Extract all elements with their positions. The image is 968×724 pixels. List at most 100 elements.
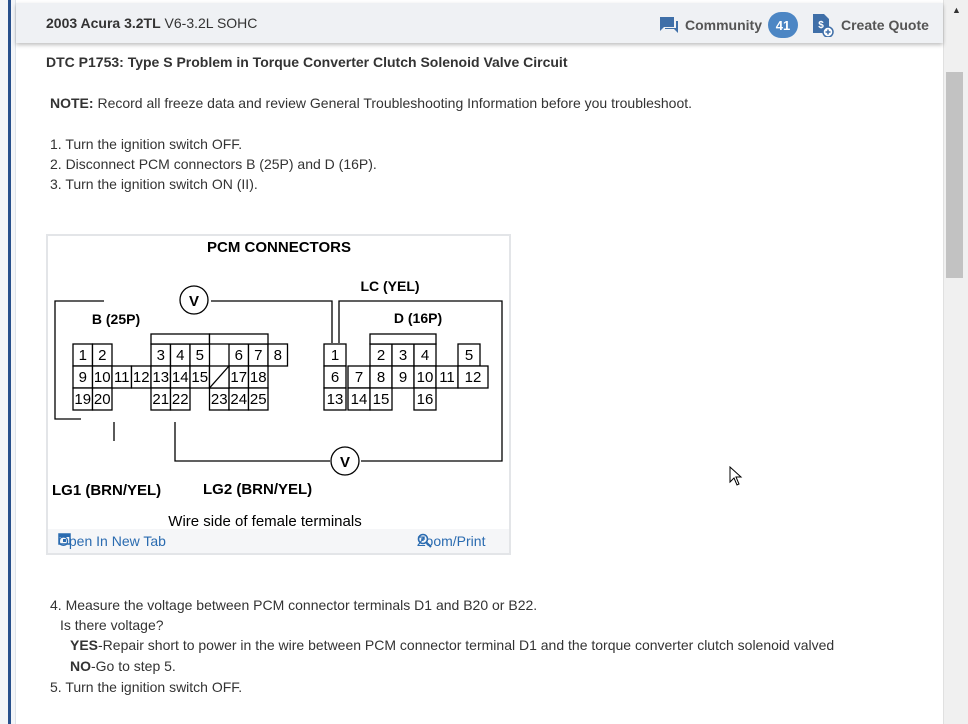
mouse-cursor-icon xyxy=(729,466,743,486)
note-paragraph: NOTE: Record all freeze data and review … xyxy=(50,95,692,111)
b-pin-7: 7 xyxy=(254,347,262,364)
community-button[interactable]: Community 41 xyxy=(659,12,798,38)
d-pin-4: 4 xyxy=(421,347,429,364)
step-2: 2. Disconnect PCM connectors B (25P) and… xyxy=(50,156,377,172)
b-pin-13: 13 xyxy=(152,369,169,386)
zoom-print-link[interactable]: Zoom/Print xyxy=(417,533,485,549)
b-connector-label: B (25P) xyxy=(92,311,140,327)
open-new-tab-label: Open In New Tab xyxy=(58,533,166,549)
b-pin-6: 6 xyxy=(235,347,243,364)
note-label: NOTE: xyxy=(50,95,94,111)
b-pin-8: 8 xyxy=(274,347,282,364)
wire-top-to-d xyxy=(211,300,333,343)
b-pin-25-cell xyxy=(247,387,269,411)
b-pin-18: 18 xyxy=(250,369,267,386)
voltmeter-top xyxy=(179,285,209,315)
b-pin-12: 12 xyxy=(133,369,150,386)
d-pin-13-cell xyxy=(323,387,347,411)
d-pin-7: 7 xyxy=(355,369,363,386)
quote-dollar-icon: $ xyxy=(813,14,834,37)
header-bar: 2003 Acura 3.2TL V6-3.2L SOHC Community … xyxy=(16,3,943,43)
b-pin-24: 24 xyxy=(230,391,247,408)
d-pin-13: 13 xyxy=(327,391,344,408)
svg-text:$: $ xyxy=(818,20,824,31)
community-count-badge: 41 xyxy=(768,12,798,38)
scrollbar-thumb[interactable] xyxy=(946,72,963,278)
open-new-tab-link[interactable]: Open In New Tab xyxy=(58,533,166,549)
lg1-label: LG1 (BRN/YEL) xyxy=(52,482,161,499)
d-pin-16: 16 xyxy=(417,391,434,408)
vertical-scrollbar[interactable]: ▲ xyxy=(943,0,968,724)
chat-icon xyxy=(660,17,678,33)
d-pin-11: 11 xyxy=(439,369,455,386)
b-pin-21: 21 xyxy=(152,391,169,408)
step-1: 1. Turn the ignition switch OFF. xyxy=(50,136,243,152)
pcm-connector-diagram: PCM CONNECTORS LC (YEL) B (25P) D (16P) … xyxy=(52,239,503,529)
article-title: DTC P1753: Type S Problem in Torque Conv… xyxy=(46,54,568,70)
yes-text: -Repair short to power in the wire betwe… xyxy=(98,637,835,653)
d-pin-5: 5 xyxy=(465,347,473,364)
step-5: 5. Turn the ignition switch OFF. xyxy=(50,679,243,695)
left-window-edge xyxy=(0,0,16,724)
d-pin-9: 9 xyxy=(399,369,407,386)
d-pin-3: 3 xyxy=(399,347,407,364)
d-pin-12-cell xyxy=(457,365,489,389)
voltmeter-bottom xyxy=(330,446,360,476)
yes-label: YES xyxy=(70,637,99,653)
b-pin-8-cell xyxy=(267,343,289,367)
pcm-connector-figure: PCM CONNECTORS LC (YEL) B (25P) D (16P) … xyxy=(46,234,511,555)
lc-label: LC (YEL) xyxy=(360,278,419,294)
d-pin-6: 6 xyxy=(331,369,339,386)
b-pin-20: 20 xyxy=(94,391,111,408)
b-pin-5: 5 xyxy=(196,347,204,364)
vehicle-name: 2003 Acura 3.2TL xyxy=(46,15,161,31)
vehicle-title: 2003 Acura 3.2TL V6-3.2L SOHC xyxy=(46,15,257,31)
left-accent-stripe xyxy=(8,0,11,724)
b-connector-key-2 xyxy=(208,333,269,345)
voltmeter-top-symbol: V xyxy=(189,293,199,310)
wire-b-left xyxy=(54,300,104,420)
create-quote-button[interactable]: $ Create Quote xyxy=(811,13,929,37)
d-pin-16-cell xyxy=(413,387,437,411)
zoom-icon xyxy=(417,533,432,548)
d-pin-15-cell xyxy=(369,387,393,411)
figure-caption: Wire side of female terminals xyxy=(168,513,361,529)
b-pin-9: 9 xyxy=(79,369,87,386)
b-pin-empty-slash xyxy=(209,365,230,389)
step-4-question: Is there voltage? xyxy=(60,617,164,633)
b-pin-3: 3 xyxy=(157,347,165,364)
lg2-label: LG2 (BRN/YEL) xyxy=(203,481,312,498)
b-pin-20-cell xyxy=(91,387,113,411)
figure-title: PCM CONNECTORS xyxy=(207,239,351,256)
step-4-yes: YES-Repair short to power in the wire be… xyxy=(70,637,834,653)
step-4: 4. Measure the voltage between PCM conne… xyxy=(50,597,538,613)
b-pin-23: 23 xyxy=(211,391,228,408)
voltmeter-bottom-symbol: V xyxy=(340,454,350,471)
b-pin-14: 14 xyxy=(172,369,189,386)
b-pin-15: 15 xyxy=(191,369,208,386)
scroll-up-icon[interactable]: ▲ xyxy=(952,5,961,15)
b-pin-22: 22 xyxy=(172,391,189,408)
wire-d-right xyxy=(338,300,503,462)
b-pin-10: 10 xyxy=(94,369,111,386)
d-pin-2: 2 xyxy=(377,347,385,364)
vehicle-engine: V6-3.2L SOHC xyxy=(164,15,258,31)
zoom-print-label: Zoom/Print xyxy=(417,533,486,549)
step-3: 3. Turn the ignition switch ON (II). xyxy=(50,176,258,192)
b-pin-25: 25 xyxy=(250,391,267,408)
no-label: NO xyxy=(70,658,91,674)
b-pin-4: 4 xyxy=(176,347,184,364)
step-4-no: NO-Go to step 5. xyxy=(70,658,176,674)
d-pin-10: 10 xyxy=(417,369,434,386)
b-pin-22-cell xyxy=(169,387,191,411)
no-text: -Go to step 5. xyxy=(91,658,176,674)
wire-bottom xyxy=(174,422,330,462)
b-pin-17: 17 xyxy=(230,369,247,386)
d-pin-12: 12 xyxy=(465,369,482,386)
d-connector-key xyxy=(369,333,437,345)
b-pin-19: 19 xyxy=(74,391,91,408)
d-pin-1: 1 xyxy=(331,347,339,364)
b-pin-1: 1 xyxy=(79,347,87,364)
